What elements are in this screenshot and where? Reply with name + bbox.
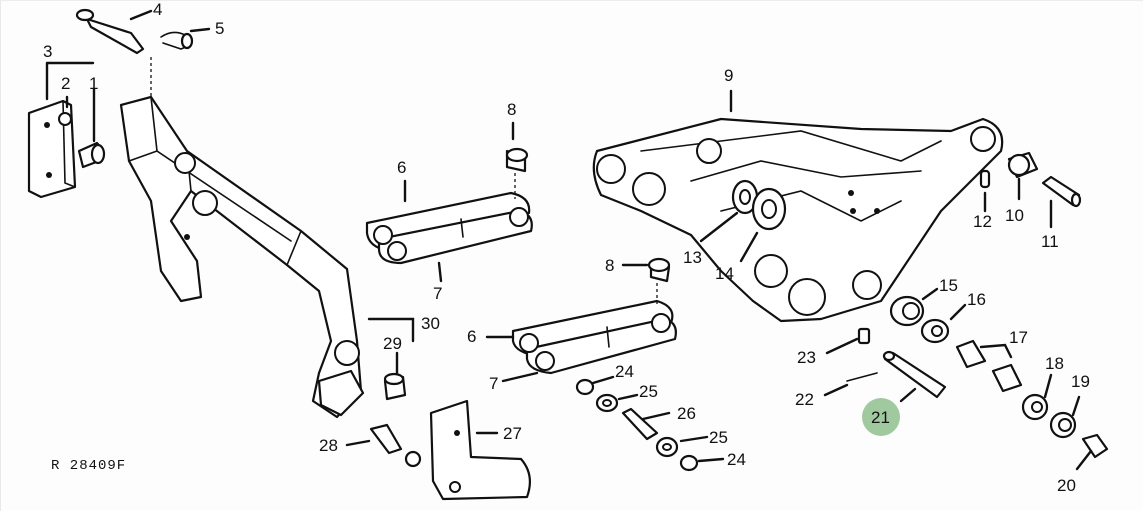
washer-part-14	[751, 187, 787, 231]
callout-24-upper: 24	[615, 362, 634, 381]
nut-part-24-lower	[679, 454, 699, 472]
bushing-part-17	[955, 339, 1023, 393]
callout-28: 28	[319, 436, 338, 455]
highlight-marker	[862, 398, 900, 436]
upper-link-pair	[365, 191, 533, 265]
callout-10: 10	[1005, 206, 1024, 225]
callout-8-upper: 8	[507, 100, 516, 119]
pin-part-21	[882, 350, 947, 399]
bolt-part-28	[369, 423, 422, 468]
callout-14: 14	[715, 264, 734, 283]
callout-22: 22	[795, 390, 814, 409]
fitting-part-23	[857, 327, 871, 345]
callout-30: 30	[421, 314, 440, 333]
bracket-part-27	[429, 399, 532, 501]
clip-part-5	[160, 31, 194, 50]
bushing-part-8-upper	[505, 147, 529, 199]
callout-25-upper: 25	[639, 382, 658, 401]
callout-11: 11	[1041, 232, 1059, 251]
side-plate	[27, 99, 77, 199]
pin-part-11	[1041, 175, 1082, 208]
callout-21: 21	[871, 408, 890, 427]
callout-18: 18	[1045, 354, 1064, 373]
callout-labels: 1 2 3 4 5 6 6 7 7 8 8 9 10 11 12 13 14 1…	[43, 1, 1090, 495]
pin-part-4	[75, 8, 152, 97]
callout-9: 9	[724, 66, 733, 85]
callout-25-lower: 25	[709, 428, 728, 447]
callout-13: 13	[683, 248, 702, 267]
callout-19: 19	[1071, 372, 1090, 391]
bushing-part-8-lower	[647, 257, 671, 307]
washer-part-25-upper	[595, 393, 619, 413]
leader-lines	[45, 9, 1093, 471]
callout-15: 15	[939, 276, 958, 295]
callout-24-lower: 24	[727, 450, 746, 469]
callout-6-upper: 6	[397, 158, 406, 177]
fitting-part-20	[1081, 433, 1109, 459]
bushing-part-15	[889, 295, 925, 327]
callout-4: 4	[153, 1, 162, 19]
pin-part-12	[979, 169, 991, 189]
lower-link-pair	[511, 299, 677, 375]
callout-2: 2	[61, 74, 70, 93]
bolt-part-22	[846, 372, 878, 382]
callout-7-lower: 7	[489, 374, 498, 393]
pin-part-26	[621, 407, 659, 441]
callout-20: 20	[1057, 476, 1076, 495]
callout-16: 16	[967, 290, 986, 309]
washer-part-19	[1049, 411, 1077, 439]
callout-5: 5	[215, 19, 224, 38]
callout-1: 1	[89, 74, 98, 93]
bushing-part-29	[383, 372, 407, 401]
callout-27: 27	[503, 424, 522, 443]
callout-3: 3	[43, 42, 52, 61]
nut-part-24-upper	[575, 378, 595, 396]
callout-6-lower: 6	[467, 327, 476, 346]
pin-part-1	[77, 141, 106, 169]
ring-part-16	[920, 318, 950, 344]
main-frame	[119, 95, 365, 419]
callout-29: 29	[383, 334, 402, 353]
rockshaft-casting	[592, 117, 1004, 323]
figure-code: R 28409F	[51, 458, 126, 474]
callout-12: 12	[973, 212, 992, 231]
callout-7-upper: 7	[433, 284, 442, 303]
bushing-part-10	[1007, 151, 1039, 179]
callout-17: 17	[1009, 328, 1028, 347]
callout-23: 23	[797, 348, 816, 367]
nut-part-18	[1021, 393, 1049, 421]
washer-part-25-lower	[655, 436, 679, 458]
callout-8-lower: 8	[605, 256, 614, 275]
callout-26: 26	[677, 404, 696, 423]
